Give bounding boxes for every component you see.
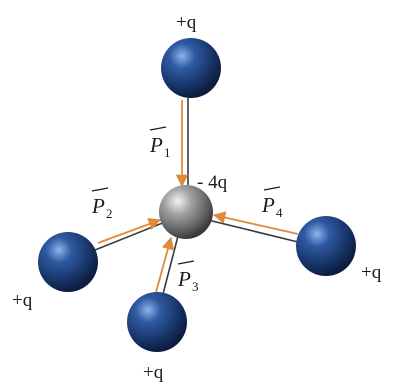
charge-sphere-left — [38, 232, 98, 292]
vector-label-p1: P 1 — [149, 126, 171, 160]
charge-label-top: +q — [176, 12, 197, 33]
svg-text:4: 4 — [276, 205, 283, 220]
vector-label-p3: P 3 — [177, 260, 199, 294]
svg-text:2: 2 — [106, 206, 113, 221]
charge-label-left: +q — [12, 290, 33, 311]
central-charge-sphere — [159, 185, 213, 239]
svg-text:P: P — [261, 193, 275, 217]
vector-p4-arrow — [212, 211, 299, 235]
svg-text:1: 1 — [164, 145, 171, 160]
vector-label-p2: P 2 — [91, 187, 113, 221]
vector-p3-arrow — [155, 236, 175, 293]
vector-p2-arrow — [97, 218, 162, 244]
bond-right — [207, 219, 299, 243]
charge-sphere-right — [296, 216, 356, 276]
svg-text:P: P — [149, 133, 163, 157]
svg-text:P: P — [177, 267, 191, 291]
svg-text:P: P — [91, 194, 105, 218]
central-charge-label: - 4q — [197, 172, 228, 193]
vector-label-p4: P 4 — [261, 186, 283, 220]
charge-label-right: +q — [361, 262, 382, 283]
bond-left — [94, 221, 166, 251]
charge-sphere-bottom — [127, 292, 187, 352]
charge-sphere-top — [161, 38, 221, 98]
svg-text:3: 3 — [192, 279, 199, 294]
bond-bottom — [162, 235, 179, 295]
charge-label-bottom: +q — [143, 362, 164, 383]
